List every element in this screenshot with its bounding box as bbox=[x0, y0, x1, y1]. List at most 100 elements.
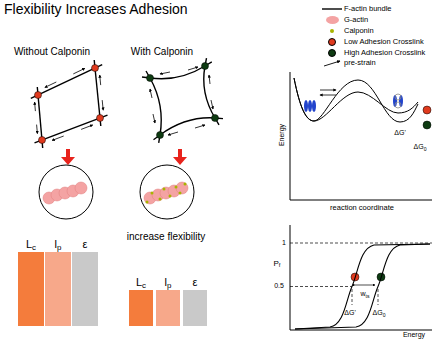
actin-network bbox=[31, 60, 108, 148]
text-part: L bbox=[136, 276, 142, 288]
guide-line bbox=[378, 289, 379, 305]
axis bbox=[290, 72, 432, 200]
bundle-state bbox=[304, 100, 308, 112]
legend-sample bbox=[322, 8, 342, 9]
pre-strain-arrow bbox=[209, 75, 210, 84]
g-actin bbox=[75, 182, 87, 194]
subscript: 0 bbox=[424, 146, 427, 152]
axis-label: reaction coordinate bbox=[330, 204, 394, 212]
guide-line bbox=[290, 286, 352, 287]
legend-swatch bbox=[328, 49, 336, 57]
red-arrow bbox=[173, 149, 187, 165]
pre-strain-arrow bbox=[195, 125, 205, 128]
energy-label: ΔG' bbox=[394, 129, 405, 137]
width-arrow bbox=[355, 285, 375, 286]
bar-label: Lc bbox=[136, 276, 146, 288]
legend-swatch bbox=[330, 29, 334, 33]
pre-strain-arrow bbox=[168, 132, 178, 135]
text-part: ΔG bbox=[414, 143, 424, 150]
probability-curve bbox=[295, 244, 430, 329]
bar bbox=[18, 252, 44, 326]
probability-curve bbox=[295, 244, 430, 329]
low-adhesion-crosslink bbox=[35, 65, 104, 144]
actin-network bbox=[35, 115, 108, 143]
legend-swatch bbox=[328, 38, 336, 46]
bundle-state bbox=[312, 100, 316, 112]
bar bbox=[183, 290, 207, 326]
subscript: f bbox=[279, 262, 281, 268]
legend-label: Low Adhesion Crosslink bbox=[344, 38, 424, 46]
calponin bbox=[169, 195, 172, 198]
high-adhesion-crosslink bbox=[202, 63, 209, 70]
legend-sample bbox=[324, 61, 340, 66]
bar bbox=[156, 290, 180, 326]
annotation: increase flexibility bbox=[127, 231, 205, 242]
pre-strain-arrow bbox=[52, 136, 64, 140]
tick-label: 1 bbox=[282, 239, 286, 247]
energy-curve bbox=[294, 78, 418, 121]
text-part: l bbox=[55, 238, 57, 250]
bar-label: lp bbox=[55, 238, 62, 250]
bar bbox=[45, 252, 71, 326]
bundle-state bbox=[395, 94, 401, 100]
red-arrow bbox=[61, 149, 187, 165]
calponin bbox=[151, 192, 154, 195]
subscript: c bbox=[142, 281, 146, 290]
subscript: p bbox=[167, 281, 171, 290]
high-adhesion-crosslink bbox=[157, 132, 164, 139]
calponin bbox=[163, 188, 166, 191]
pre-strain-arrow bbox=[188, 67, 198, 70]
state-arrow bbox=[320, 90, 336, 95]
high-adhesion-crosslink bbox=[212, 115, 219, 122]
state-arrow bbox=[320, 90, 336, 91]
flexible-network bbox=[154, 118, 224, 140]
legend-label: F-actin bundle bbox=[344, 5, 392, 13]
bar-label: lp bbox=[165, 276, 172, 288]
bar-label: Lc bbox=[26, 238, 36, 250]
subscript: 0 bbox=[383, 312, 386, 318]
text-part: l bbox=[165, 276, 167, 288]
state-arrow bbox=[320, 95, 336, 96]
panel-heading: With Calponin bbox=[131, 46, 193, 57]
low-adhesion-crosslink bbox=[35, 92, 42, 99]
bar bbox=[129, 290, 153, 326]
axis-label: Pf bbox=[274, 260, 281, 269]
pre-strain-arrow bbox=[153, 114, 155, 123]
subscript: ts bbox=[366, 293, 370, 299]
legend-label: High Adhesion Crosslink bbox=[344, 49, 425, 57]
high-adhesion-crosslink bbox=[147, 63, 219, 139]
figure-title: Flexibility Increases Adhesion bbox=[4, 2, 188, 17]
red-arrow bbox=[61, 149, 75, 165]
text-part: ΔG bbox=[373, 309, 383, 316]
pre-strain-arrow bbox=[73, 68, 85, 74]
legend-label: G-actin bbox=[344, 16, 368, 24]
pre-strain-arrow bbox=[81, 125, 93, 129]
energy-label: ΔG' bbox=[344, 309, 355, 317]
pre-strain-arrow bbox=[160, 72, 170, 74]
width-label: wts bbox=[361, 290, 370, 298]
calponin bbox=[146, 183, 187, 204]
pre-strain-arrow bbox=[100, 75, 101, 85]
bar-label: ε bbox=[83, 238, 88, 250]
subscript: p bbox=[57, 243, 61, 252]
low-adhesion-crosslink bbox=[97, 115, 104, 122]
bundle-state bbox=[395, 102, 401, 108]
energy-label: ΔG0 bbox=[414, 143, 427, 151]
pre-strain-arrow bbox=[34, 102, 36, 111]
actin-network bbox=[31, 65, 102, 99]
bundle-state bbox=[304, 94, 403, 112]
pre-strain-arrow bbox=[211, 100, 213, 109]
pre-strain-arrow bbox=[150, 89, 152, 98]
zoom-circle bbox=[140, 165, 194, 219]
pre-strain-arrow bbox=[36, 125, 38, 134]
energy-curve bbox=[294, 78, 418, 122]
axis bbox=[290, 225, 432, 330]
low-adhesion-crosslink bbox=[92, 65, 99, 72]
bar bbox=[18, 252, 207, 326]
crosslink-marker bbox=[423, 121, 431, 129]
panel-heading: Without Calponin bbox=[14, 46, 90, 57]
guide-line bbox=[290, 243, 432, 244]
calponin bbox=[159, 198, 162, 201]
pre-strain-arrow bbox=[35, 67, 213, 140]
